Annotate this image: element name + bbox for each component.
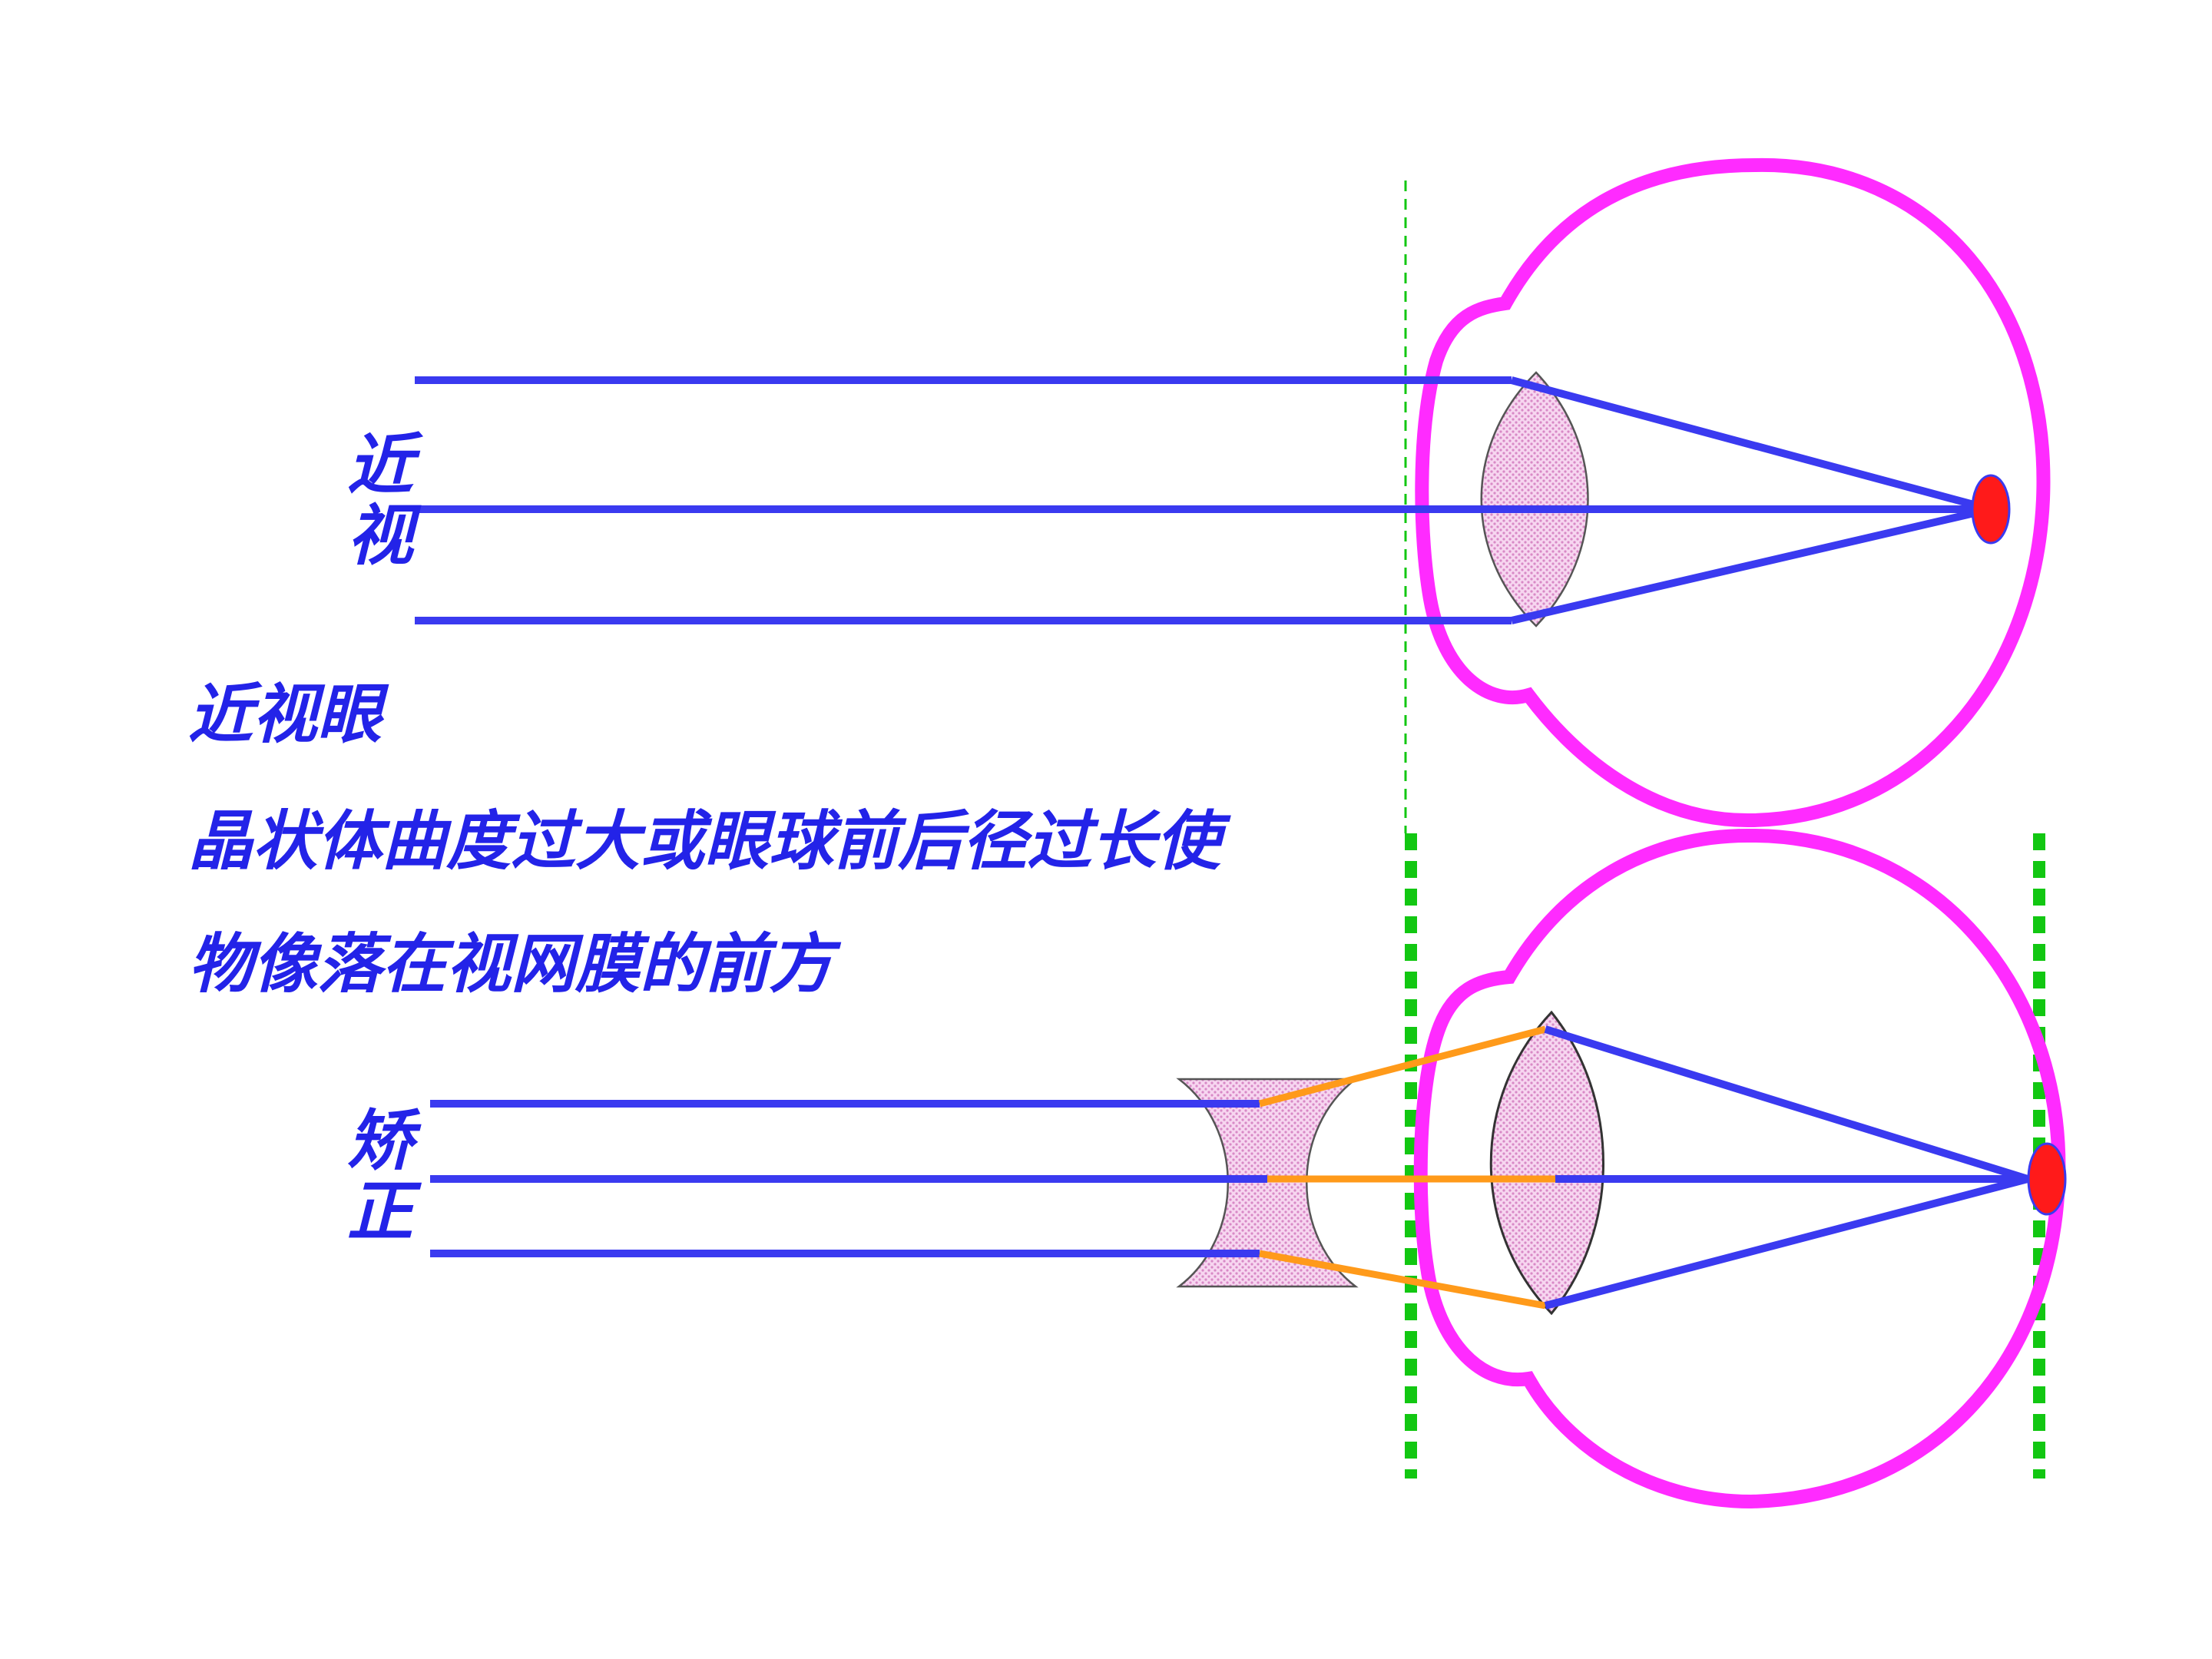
diverging-ray-upper <box>1258 1025 1547 1108</box>
refracted-ray-top-lower <box>1510 505 1992 624</box>
crystalline-lens-bottom <box>1489 1010 1604 1316</box>
label-correction-vertical: 矫 正 <box>338 1106 422 1247</box>
eyeball-outline-bottom <box>1413 828 2066 1509</box>
diverging-ray-lower <box>1259 1250 1546 1310</box>
label-char-shi: 视 <box>347 498 413 575</box>
focus-point-bottom <box>2027 1142 2067 1216</box>
caption-line-2: 物像落在视网膜的前方 <box>188 926 834 1002</box>
focus-point-top <box>1971 474 2011 545</box>
label-char-zheng: 正 <box>347 1174 413 1250</box>
crystalline-lens-top <box>1480 371 1589 628</box>
caption-title: 近视眼 <box>188 677 382 752</box>
label-myopia-vertical: 近 视 <box>338 430 422 571</box>
caption-line-1: 晶状体曲度过大或眼球前后径过长使 <box>188 803 1221 879</box>
label-char-jiao: 矫 <box>347 1103 413 1180</box>
refracted-ray-top-upper <box>1510 376 1992 513</box>
converging-ray-upper <box>1544 1025 2029 1183</box>
label-char-jin: 近 <box>347 427 413 504</box>
eyeball-outline-top <box>1415 157 2051 828</box>
converging-ray-lower <box>1544 1175 2029 1310</box>
